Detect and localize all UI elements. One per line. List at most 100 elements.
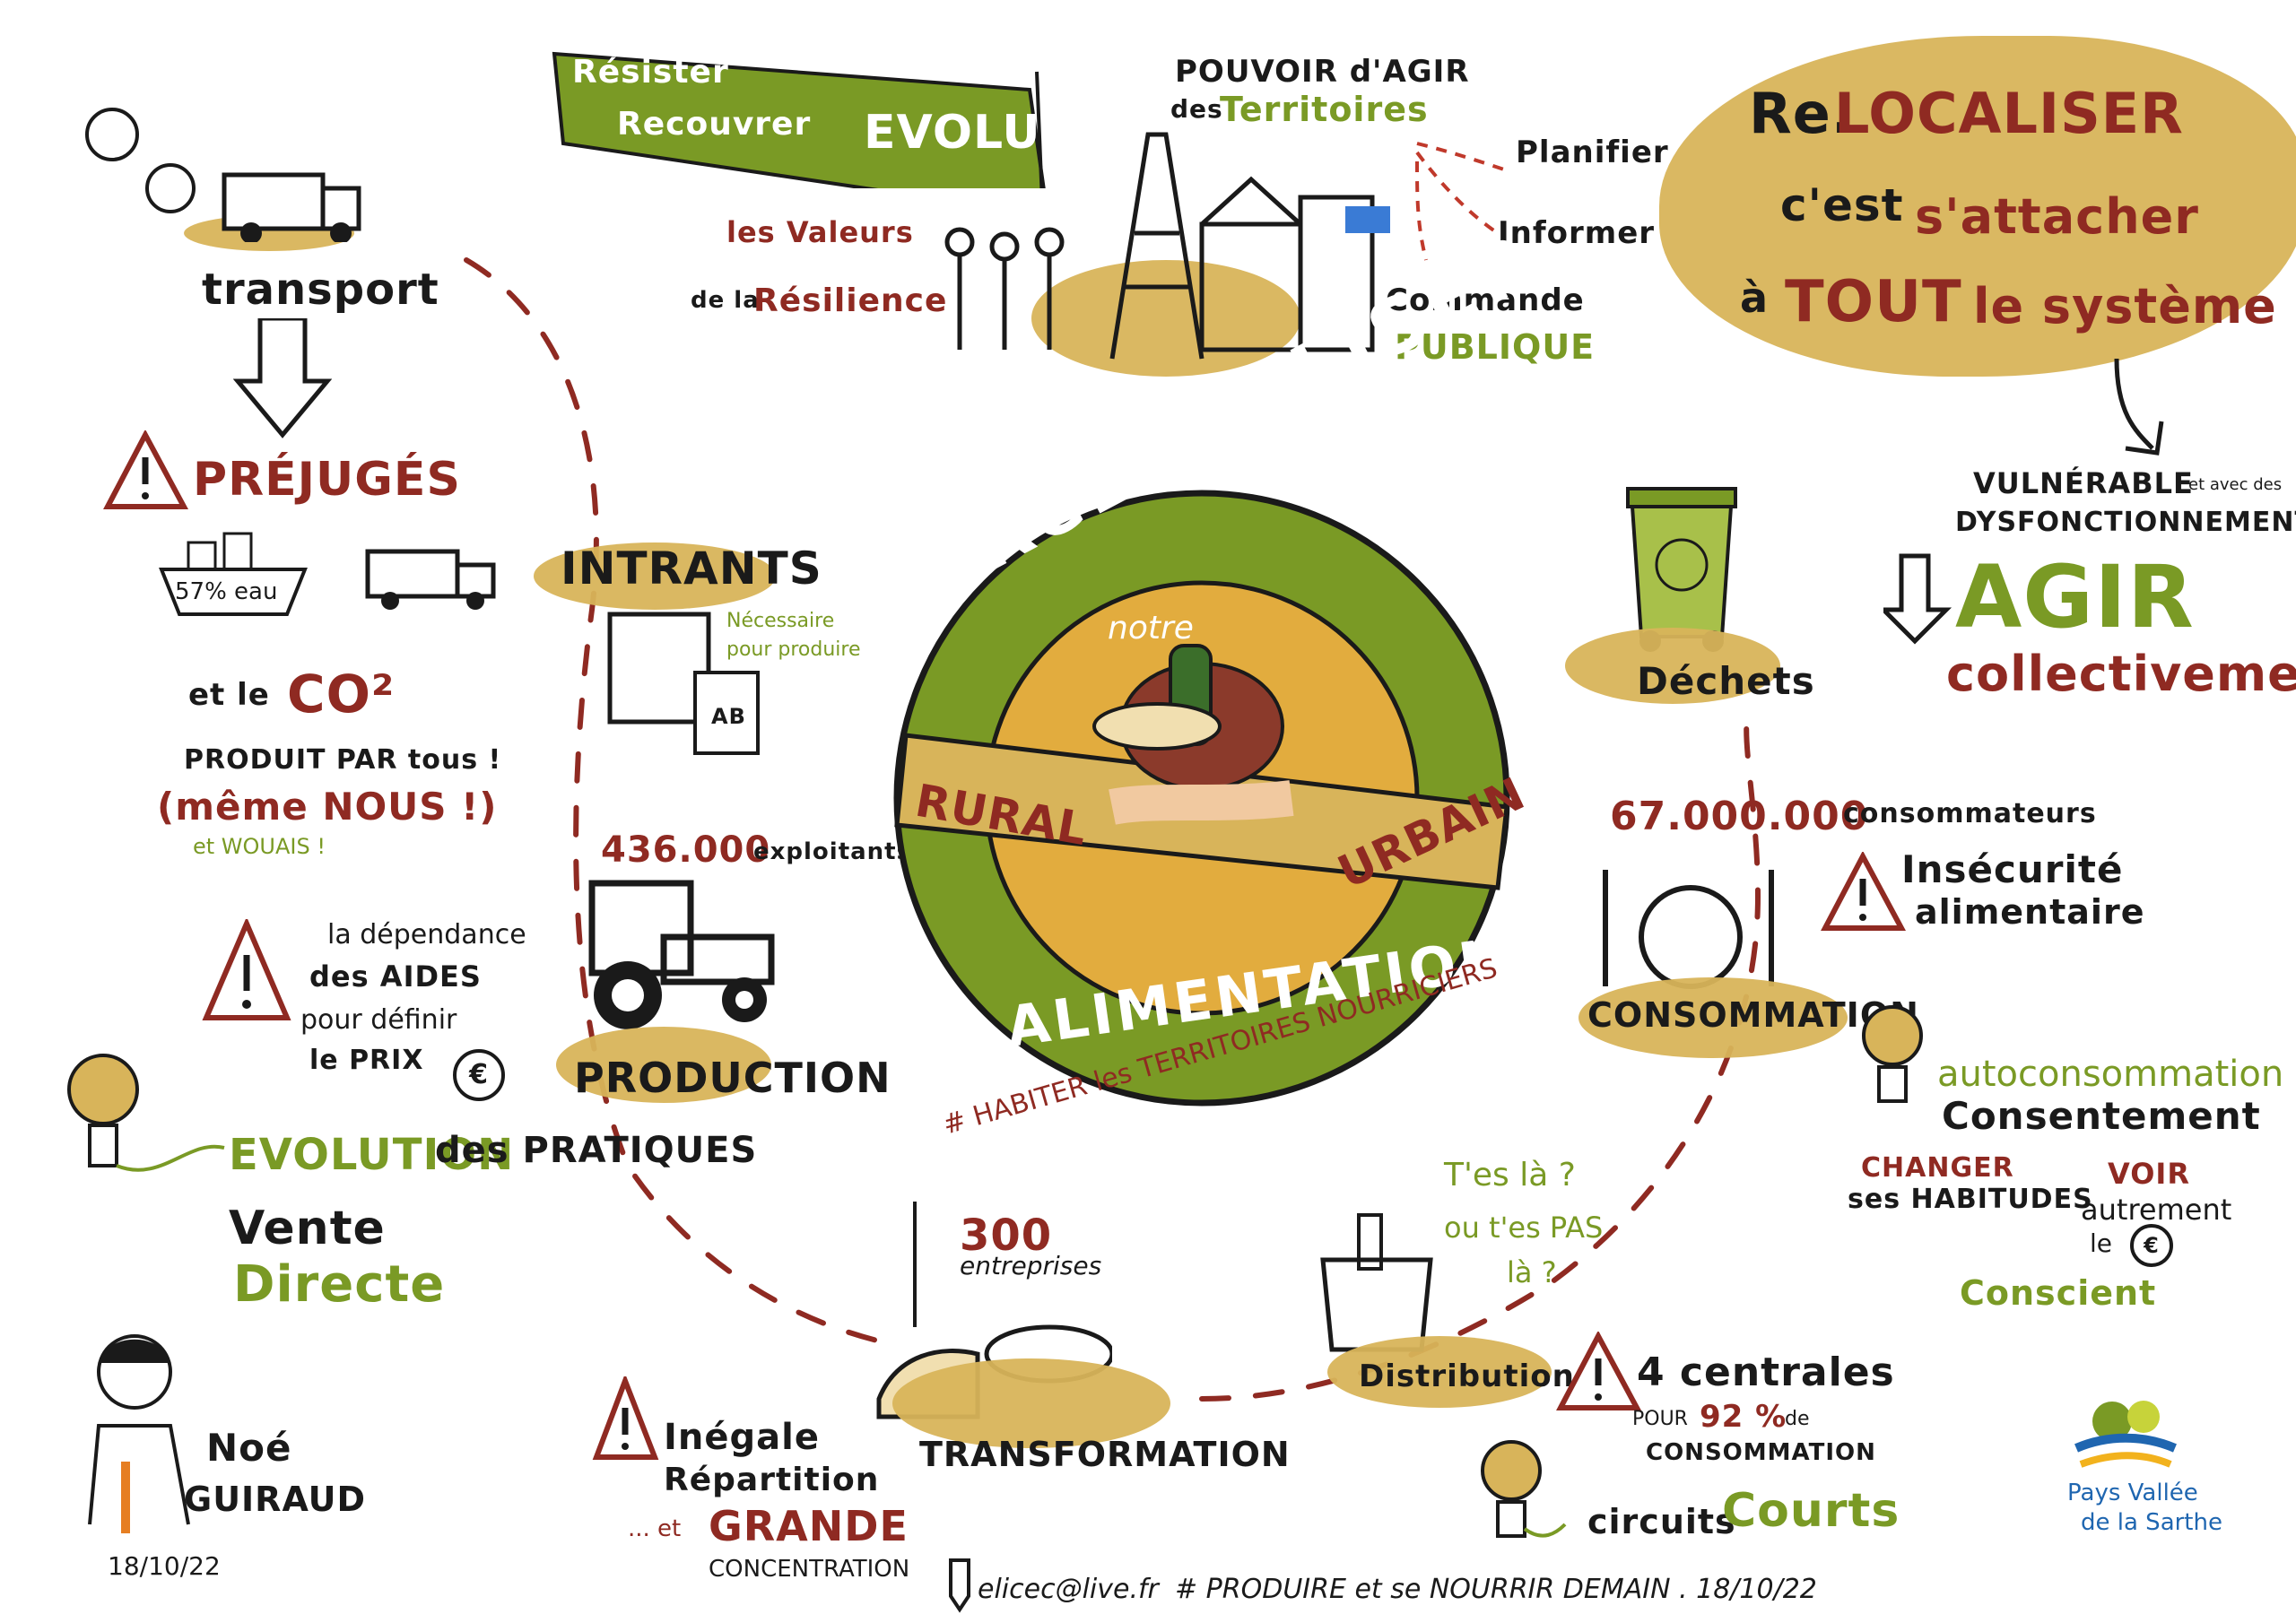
entreprises-number: 300 [960, 1211, 1053, 1261]
cycle-changer1: CHANGER [1861, 1152, 2014, 1184]
intrants-blob [534, 542, 776, 610]
production-blob [556, 1027, 771, 1103]
centrales-de: de [1785, 1408, 1810, 1430]
co2-label: CO² [287, 664, 396, 725]
co2-wouais: et WOUAIS ! [193, 834, 326, 859]
planifier-text: Planifier [1516, 135, 1669, 170]
cycle-autocons: autoconsommation [1937, 1054, 2284, 1095]
plate-cutlery-icon [1603, 870, 1774, 989]
valeurs-resilience: Résilience [753, 282, 948, 319]
centrales-percent: 92 % [1700, 1399, 1787, 1435]
entreprises-label: entreprises [960, 1251, 1102, 1280]
lightbulb-icon-circuits [1481, 1440, 1567, 1538]
warning-icon-inegale [592, 1376, 659, 1460]
agir-arrow-icon [1883, 553, 1952, 645]
exploitants-number: 436.000 [601, 829, 771, 871]
dependance-line2: des AIDES [309, 959, 482, 994]
centrales-pour: POUR [1632, 1408, 1688, 1430]
truck-icon [85, 108, 361, 242]
banner-evoluer: EVOLUER [864, 106, 1111, 160]
vente-label: Vente [229, 1202, 386, 1255]
directe-label: Directe [233, 1255, 446, 1314]
commande-line2: PUBLIQUE [1395, 327, 1596, 367]
ab-label: AB [711, 704, 746, 729]
distribution-label: Distribution [1359, 1358, 1575, 1394]
tractor-icon [588, 880, 775, 1029]
intrants-title: INTRANTS [561, 542, 822, 595]
boat-truck-icon [159, 532, 496, 616]
inegale-line4: CONCENTRATION [709, 1556, 910, 1583]
insecurite-line1: Insécurité [1901, 847, 2124, 891]
inegale-grande: GRANDE [709, 1502, 909, 1550]
dashed-arrows-icon [1415, 142, 1508, 261]
insecurite-line2: alimentaire [1915, 892, 2145, 932]
warning-icon-dependance [202, 919, 291, 1020]
warning-icon-insecurite [1821, 852, 1906, 931]
center-notre: notre [1108, 610, 1194, 647]
logo-line1: Pays Vallée [2067, 1480, 2198, 1506]
tesla-line3: là ? [1507, 1255, 1557, 1289]
transport-down-arrow-icon [233, 318, 332, 438]
inegale-line2: Répartition [664, 1462, 880, 1498]
lightbulb-icon-evolution [67, 1054, 225, 1172]
commande-line1: Commande [1386, 282, 1585, 318]
cycle-voir1: VOIR [2108, 1157, 2190, 1191]
inegale-et: ... et [628, 1515, 682, 1542]
warning-icon-centrales [1556, 1332, 1641, 1410]
arrow-down-right-icon [2114, 359, 2164, 456]
agir-text: AGIR [1955, 547, 2195, 647]
vulnerable-line1: VULNÉRABLE [1973, 466, 2194, 500]
valeurs-dela: de la [691, 287, 760, 314]
evolution-label: EVOLUTION [229, 1130, 515, 1180]
circuits-a: circuits [1587, 1502, 1736, 1541]
warning-icon-prejuges [103, 430, 188, 509]
dependance-line1: la dépendance [327, 919, 526, 950]
intrants-note1: Nécessaire [726, 610, 835, 632]
consommateurs-label: consommateurs [1843, 798, 2097, 829]
cycle-changer2: ses HABITUDES [1848, 1184, 2093, 1215]
production-label: PRODUCTION [574, 1054, 891, 1102]
relocaliser-tout: TOUT [1785, 269, 1962, 335]
author-name2: GUIRAUD [184, 1480, 367, 1519]
eiffel-tower-icon [944, 132, 1390, 360]
exploitants-label: exploitants [753, 838, 912, 865]
centrales-line1: 4 centrales [1637, 1350, 1895, 1395]
distribution-blob [1327, 1336, 1552, 1408]
lightbulb-icon-cycle [1862, 1005, 1923, 1103]
vulnerable-line2: DYSFONCTIONNEMENTS [1955, 507, 2296, 538]
center-emblem [893, 490, 1510, 1107]
banner-flag-shape [552, 51, 1046, 188]
consommateurs-number: 67.000.000 [1610, 794, 1869, 839]
dependance-line4: le PRIX [309, 1045, 424, 1076]
relocaliser-systeme: le système [1973, 278, 2277, 334]
valeurs-line1: les Valeurs [726, 215, 914, 249]
tesla-line2: ou t'es PAS [1444, 1211, 1604, 1245]
footer-hashtag: # PRODUIRE et se NOURRIR DEMAIN . 18/10/… [1175, 1574, 1817, 1605]
author-portrait-icon [88, 1334, 190, 1533]
circuits-b: Courts [1722, 1484, 1900, 1538]
transformation-label: TRANSFORMATION [919, 1435, 1291, 1474]
banner-resister: Résister [572, 54, 729, 91]
tesla-line1: T'es là ? [1444, 1157, 1576, 1193]
relocaliser-re: Re. [1749, 81, 1854, 146]
informer-text: Informer [1498, 215, 1656, 251]
agir-collectivement: collectivement [1946, 646, 2296, 702]
co2-meme-nous: (même NOUS !) [157, 785, 498, 829]
prejuges-label: PRÉJUGÉS [193, 453, 461, 507]
transformation-blob [892, 1358, 1170, 1448]
dependance-line3: pour définir [300, 1004, 457, 1036]
co2-etle: et le [188, 677, 270, 713]
banner: Résister Recouvrer EVOLUER [545, 36, 1109, 188]
fertilizer-bag-icon [607, 612, 760, 755]
banner-recouvrer: Recouvrer [617, 106, 812, 143]
cycle-consent: Consentement [1942, 1094, 2261, 1138]
co2-produit: PRODUIT PAR tous ! [184, 744, 502, 776]
relocaliser-localiser: LOCALISER [1834, 81, 2184, 146]
euro-coin-icon: € [453, 1049, 505, 1101]
footer-email: elicec@live.fr [978, 1574, 1159, 1605]
relocaliser-attacher: s'attacher [1915, 188, 2199, 245]
evolution-pratiques: des PRATIQUES [435, 1130, 758, 1171]
author-date: 18/10/22 [108, 1551, 221, 1581]
cycle-voir3: le [2090, 1228, 2113, 1258]
intrants-note2: pour produire [726, 638, 861, 661]
